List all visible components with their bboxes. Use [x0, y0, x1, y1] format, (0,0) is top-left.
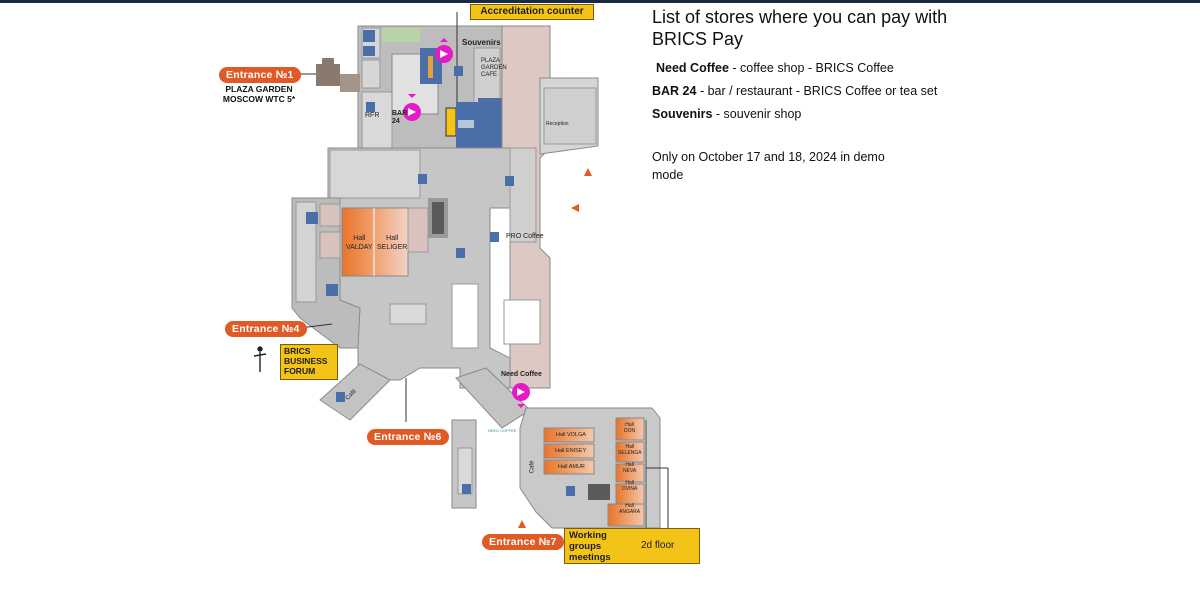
bar24-line-2: 24: [392, 118, 400, 125]
hall-don-line-2: DON: [624, 428, 636, 434]
venue-floor-map[interactable]: [240, 8, 720, 578]
venue-name-line-1: PLAZA GARDEN: [225, 84, 293, 94]
east-wing: [501, 25, 599, 389]
store-name: Souvenirs: [652, 107, 713, 121]
venue-name-line-2: MOSCOW WTC 5*: [222, 94, 296, 104]
hall-neva-line-2: NEVA: [623, 468, 637, 474]
accreditation-counter-label: Accreditation counter: [470, 4, 594, 20]
map-label-cafe-south: Café: [529, 460, 536, 474]
forum-line-2: BUSINESS: [284, 356, 328, 366]
forum-marker-icon: [253, 346, 267, 372]
hall-volga-label: Hall VOLGA: [556, 432, 586, 438]
floor-label: 2d floor: [641, 540, 675, 551]
plaza-cafe-line-1: PLAZA: [481, 58, 501, 64]
hall-angara-line-2: ANGARA: [619, 509, 641, 515]
store-name: Need Coffee: [656, 61, 729, 75]
map-label-souvenirs: Souvenirs: [462, 38, 501, 47]
hall-angara-line-1: Hall: [625, 503, 634, 509]
hall-angara-label: Hall ANGARA: [619, 503, 640, 515]
working-groups-label: Working groups meetings 2d floor: [564, 528, 700, 564]
facility-icons: [306, 30, 575, 496]
entrance-6-text: Entrance №6: [374, 431, 442, 443]
entrance-4-badge[interactable]: Entrance №4: [225, 321, 307, 337]
hall-dvina-line-1: Hall: [625, 480, 634, 486]
map-label-rfr: RFR: [365, 112, 380, 119]
bar24-line-1: BAR: [392, 110, 408, 117]
hall-amur-label: Hall AMUR: [558, 464, 585, 470]
map-label-plaza-cafe: PLAZA GARDEN CAFE: [481, 58, 507, 79]
top-border: [0, 0, 1200, 3]
plaza-cafe-line-3: CAFE: [481, 72, 498, 78]
bar24-marker-icon[interactable]: [403, 94, 421, 121]
hall-don-label: Hall DON: [624, 422, 635, 434]
hall-neva-label: Hall NEVA: [623, 462, 636, 474]
hall-neva-line-1: Hall: [625, 462, 634, 468]
map-label-need-coffee: Need Coffee: [501, 371, 542, 378]
map-label-bar24: BAR 24: [392, 110, 407, 126]
store-item-souvenirs: Souvenirs - souvenir shop: [652, 107, 801, 121]
store-desc: - bar / restaurant - BRICS Coffee or tea…: [696, 84, 938, 98]
hall-dvina-label: Hall DVINA: [622, 480, 637, 492]
page-title: List of stores where you can pay with BR…: [652, 7, 948, 49]
store-desc: - coffee shop - BRICS Coffee: [728, 61, 894, 75]
souvenirs-marker-icon[interactable]: [435, 38, 453, 63]
venue-name: PLAZA GARDEN MOSCOW WTC 5*: [214, 84, 304, 104]
need-coffee-marker-icon[interactable]: [512, 383, 530, 408]
store-name: BAR 24: [652, 84, 697, 98]
hall-dvina-line-2: DVINA: [622, 486, 638, 492]
hall-don-line-1: Hall: [625, 422, 634, 428]
brics-business-forum-label: BRICS BUSINESS FORUM: [280, 344, 338, 380]
hall-seliger-line-1: Hall: [386, 235, 399, 242]
plaza-garden-building-icon: [316, 58, 360, 92]
store-item-bar24: BAR 24 - bar / restaurant - BRICS Coffee…: [652, 84, 937, 98]
forum-line-1: BRICS: [284, 346, 311, 356]
map-label-need-coffee-logo: NEED COFFEE: [488, 428, 517, 433]
hall-seliger-line-2: SELIGER: [377, 244, 408, 251]
entrance-1-text: Entrance №1: [226, 69, 294, 81]
accreditation-counter-text: Accreditation counter: [480, 6, 584, 17]
demo-note: Only on October 17 and 18, 2024 in demo …: [652, 150, 885, 182]
working-groups-line-3: meetings: [569, 552, 611, 563]
store-desc: - souvenir shop: [712, 107, 802, 121]
entrance-7-badge[interactable]: Entrance №7: [482, 534, 564, 550]
store-item-need-coffee: Need Coffee - coffee shop - BRICS Coffee: [656, 61, 894, 75]
hall-seliger-label: Hall SELIGER: [377, 234, 407, 252]
hall-selenga-line-1: Hall: [625, 444, 635, 450]
working-groups-line-2: groups: [569, 541, 602, 552]
entrance-6-badge[interactable]: Entrance №6: [367, 429, 449, 445]
hall-valday-line-1: Hall: [353, 235, 366, 242]
working-groups-line-1: Working: [569, 530, 607, 541]
entrance-1-badge[interactable]: Entrance №1: [219, 67, 301, 83]
map-label-pro-coffee: PRO Coffee: [506, 233, 544, 240]
hall-selenga-line-2: SELENGA: [618, 450, 642, 456]
entrance-7-text: Entrance №7: [489, 536, 557, 548]
hall-valday-line-2: VALDAY: [346, 244, 373, 251]
map-label-reception: Reception: [546, 121, 569, 127]
hall-enisey-label: Hall ENISEY: [555, 448, 587, 454]
entrance-arrows: [518, 168, 592, 528]
plaza-cafe-line-2: GARDEN: [481, 65, 507, 71]
hall-selenga-label: Hall SELENGA: [618, 444, 642, 456]
forum-line-3: FORUM: [284, 366, 316, 376]
west-wing: [291, 197, 429, 349]
south-annex: [451, 407, 661, 529]
hall-valday-label: Hall VALDAY: [346, 234, 373, 252]
entrance-4-text: Entrance №4: [232, 323, 300, 335]
